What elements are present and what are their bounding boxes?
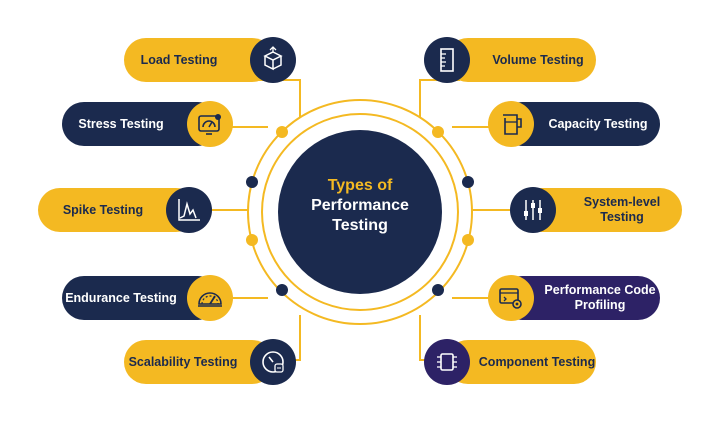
- ruler-icon: [424, 37, 470, 83]
- hub-title: Types of Performance Testing: [278, 176, 442, 236]
- hub-title-line1: Types of: [327, 177, 393, 194]
- dial-gauge-icon: [250, 339, 296, 385]
- ring-dot: [432, 126, 444, 138]
- sliders-icon: [510, 187, 556, 233]
- node-label: Endurance Testing: [65, 290, 177, 305]
- node-volume-testing: Volume Testing: [446, 38, 596, 82]
- chip-icon: [424, 339, 470, 385]
- code-window-gear-icon: [488, 275, 534, 321]
- ring-dot: [462, 234, 474, 246]
- hub-title-line2: Performance: [311, 197, 409, 214]
- spike-chart-icon: [166, 187, 212, 233]
- ring-dot: [432, 284, 444, 296]
- hub-title-line3: Testing: [332, 217, 388, 234]
- speedometer-icon: [187, 275, 233, 321]
- gauge-monitor-icon: [187, 101, 233, 147]
- inner-ring: [261, 113, 459, 311]
- ring-dot: [246, 176, 258, 188]
- node-label: Stress Testing: [78, 116, 164, 131]
- node-label: Volume Testing: [492, 52, 584, 67]
- node-label: Component Testing: [478, 354, 596, 369]
- node-label: Performance Code Profiling: [544, 283, 656, 312]
- node-label: Spike Testing: [62, 202, 144, 217]
- box-arrows-icon: [250, 37, 296, 83]
- hub-circle: [278, 130, 442, 294]
- ring-dot: [462, 176, 474, 188]
- node-label: Scalability Testing: [128, 354, 238, 369]
- connector-load: [258, 79, 301, 118]
- ring-dot: [276, 284, 288, 296]
- ring-dot: [276, 126, 288, 138]
- connector-volume: [419, 79, 460, 118]
- node-scalability-testing: Scalability Testing: [124, 340, 274, 384]
- ring-dot: [246, 234, 258, 246]
- beaker-icon: [488, 101, 534, 147]
- outer-ring: [247, 99, 473, 325]
- node-load-testing: Load Testing: [124, 38, 274, 82]
- node-component-testing: Component Testing: [446, 340, 596, 384]
- node-label: System-level Testing: [583, 195, 661, 224]
- node-label: Capacity Testing: [548, 116, 648, 131]
- node-label: Load Testing: [140, 52, 218, 67]
